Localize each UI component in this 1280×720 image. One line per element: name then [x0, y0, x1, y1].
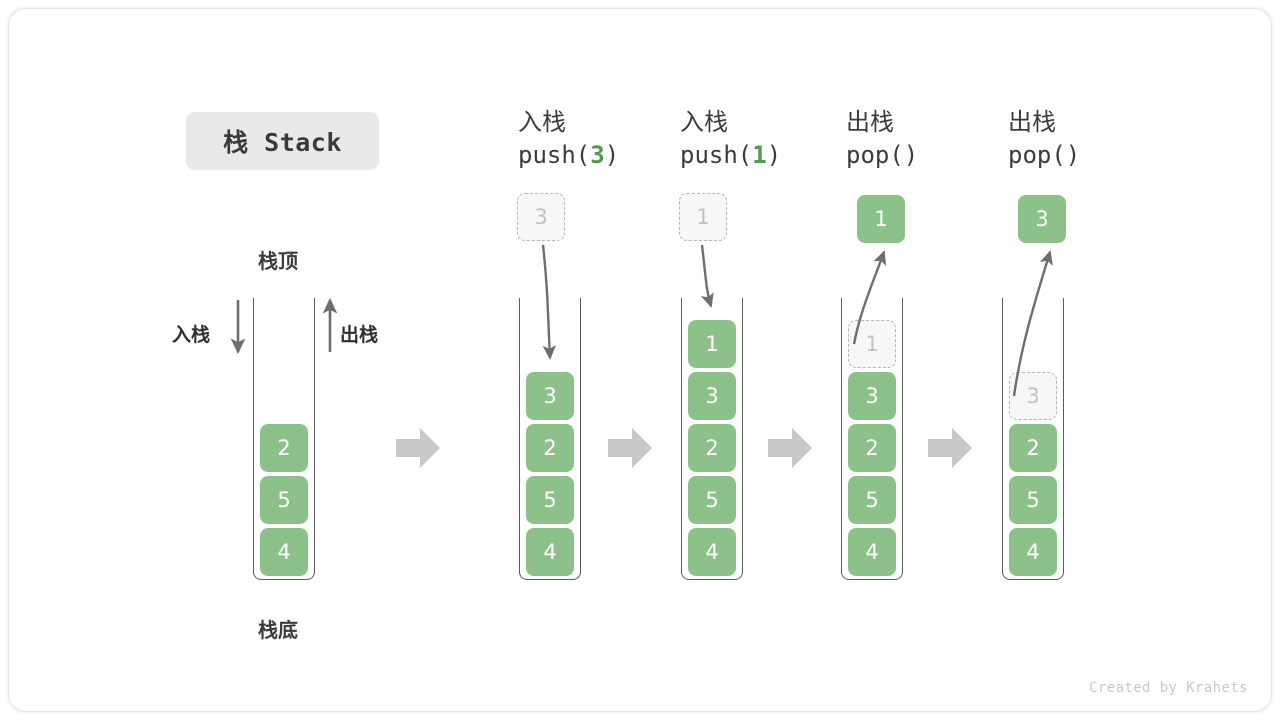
step-arrow-3 — [768, 428, 812, 468]
stack-cell: 5 — [260, 476, 308, 524]
stack-container — [681, 298, 743, 580]
stack-cell: 4 — [848, 528, 896, 576]
stack-cell: 1 — [688, 320, 736, 368]
stack-container — [519, 298, 581, 580]
incoming-value-ghost: 1 — [679, 193, 727, 241]
stack-cell-ghost: 1 — [848, 320, 896, 368]
stack-cell: 3 — [526, 372, 574, 420]
caption-code-tail: ) — [604, 141, 620, 169]
stack-cell-ghost: 3 — [1009, 372, 1057, 420]
caption-arg: 3 — [590, 141, 605, 169]
stack-cell: 5 — [526, 476, 574, 524]
credit-text: Created by Krahets — [1089, 680, 1248, 696]
stack-container — [1002, 298, 1064, 580]
popped-value: 3 — [1018, 195, 1066, 243]
caption-arg: 1 — [752, 141, 767, 169]
stack-bottom-label: 栈底 — [258, 618, 298, 642]
stack-cell: 3 — [688, 372, 736, 420]
pop-direction-label: 出栈 — [340, 324, 379, 346]
stack-cell: 2 — [688, 424, 736, 472]
stack-cell: 2 — [526, 424, 574, 472]
step-arrow-2 — [608, 428, 652, 468]
caption-code-head: push( — [518, 141, 591, 169]
step-caption-push-1: 入栈 push(1) — [680, 106, 850, 172]
stack-cell: 4 — [1009, 528, 1057, 576]
push-direction-label: 入栈 — [172, 324, 211, 346]
stack-container — [253, 298, 315, 580]
step-caption-push-3: 入栈 push(3) — [518, 106, 688, 172]
caption-code-head: push( — [680, 141, 753, 169]
figure-title: 栈 Stack — [186, 112, 379, 170]
caption-cn: 出栈 — [1008, 108, 1056, 136]
stack-cell: 5 — [848, 476, 896, 524]
incoming-value-ghost: 3 — [517, 193, 565, 241]
step-caption-pop-1: 出栈 pop() — [846, 106, 1016, 172]
step-arrow-1 — [396, 428, 440, 468]
caption-code: push(1) — [680, 138, 850, 172]
caption-code-tail: ) — [903, 141, 919, 169]
caption-code-head: pop( — [1008, 141, 1066, 169]
caption-cn: 入栈 — [518, 108, 566, 136]
caption-code: push(3) — [518, 138, 688, 172]
popped-value: 1 — [857, 195, 905, 243]
stack-cell: 5 — [688, 476, 736, 524]
caption-code: pop() — [1008, 138, 1178, 172]
stack-cell: 4 — [526, 528, 574, 576]
stack-cell: 2 — [848, 424, 896, 472]
stack-cell: 5 — [1009, 476, 1057, 524]
stack-top-label: 栈顶 — [258, 249, 298, 273]
caption-code: pop() — [846, 138, 1016, 172]
stack-cell: 4 — [688, 528, 736, 576]
caption-cn: 出栈 — [846, 108, 894, 136]
stack-container — [841, 298, 903, 580]
caption-cn: 入栈 — [680, 108, 728, 136]
caption-code-tail: ) — [766, 141, 782, 169]
stack-cell: 3 — [848, 372, 896, 420]
step-caption-pop-3: 出栈 pop() — [1008, 106, 1178, 172]
stack-cell: 2 — [1009, 424, 1057, 472]
stack-cell: 2 — [260, 424, 308, 472]
step-arrow-4 — [928, 428, 972, 468]
caption-code-head: pop( — [846, 141, 904, 169]
caption-code-tail: ) — [1065, 141, 1081, 169]
stack-cell: 4 — [260, 528, 308, 576]
